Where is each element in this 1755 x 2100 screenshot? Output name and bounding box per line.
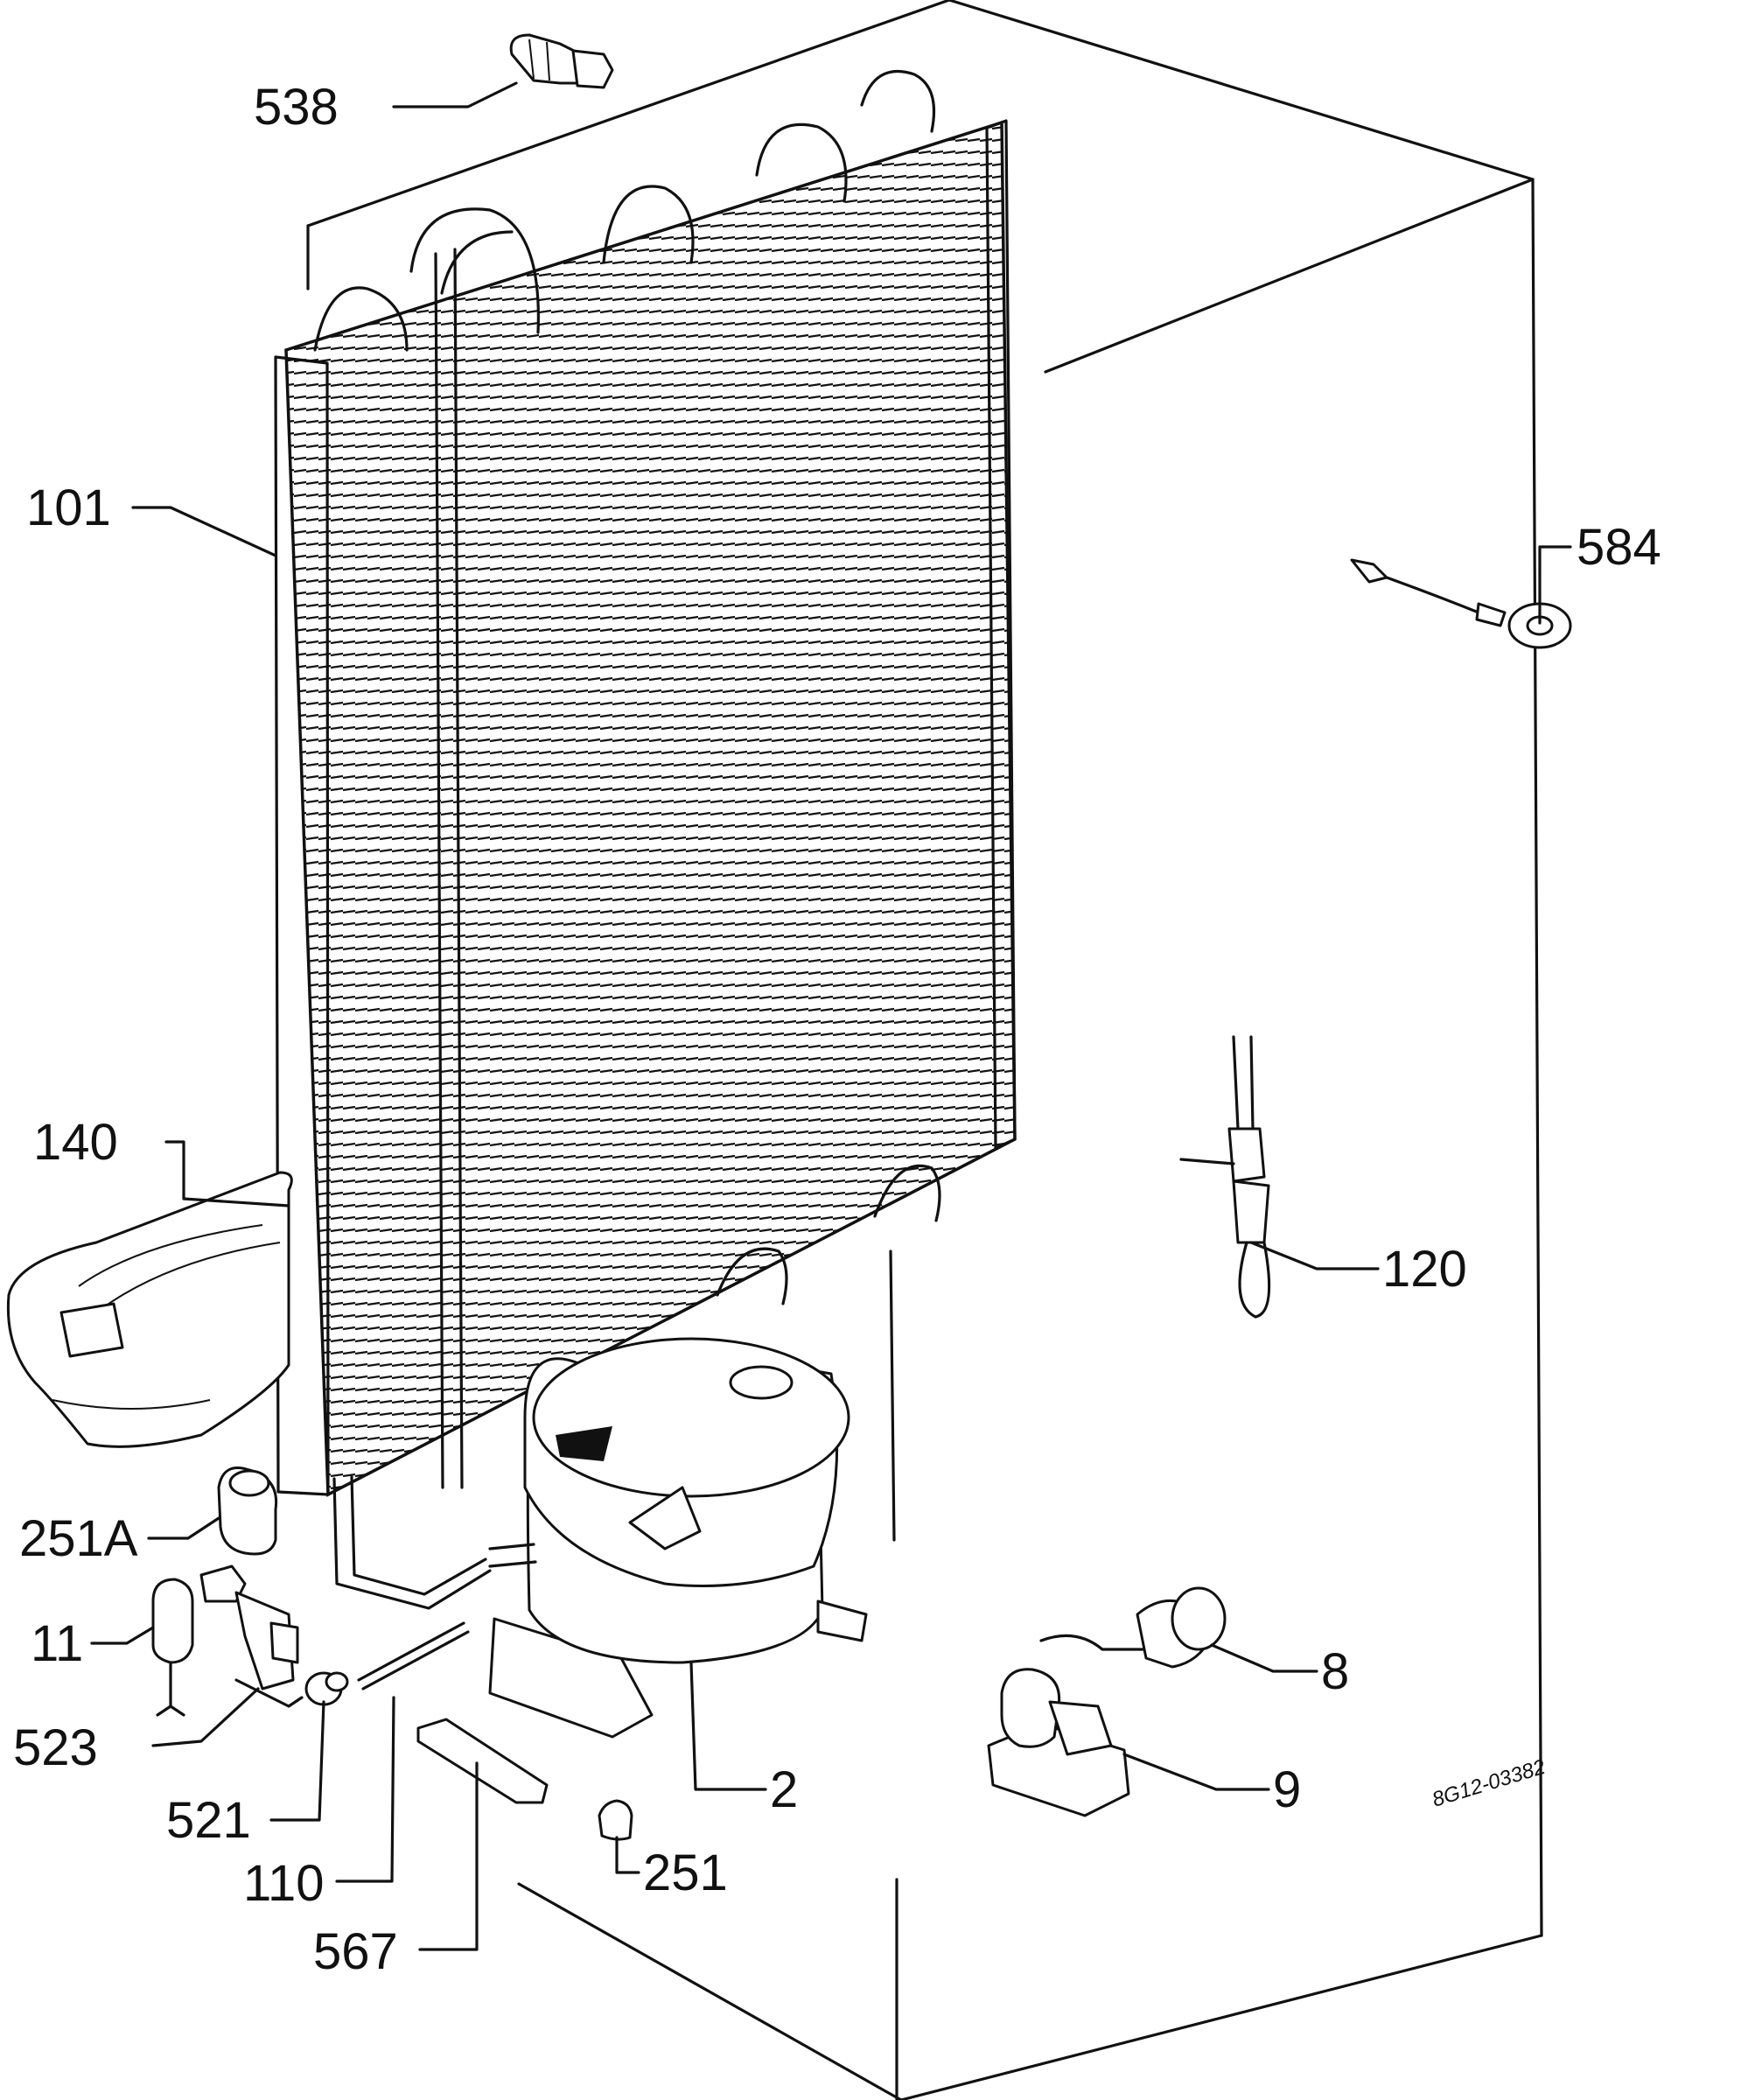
label-101: 101	[26, 480, 111, 536]
cabinet-outline	[306, 0, 1543, 2100]
drawing-code: 8G12-03382	[1430, 1755, 1549, 1812]
label-584: 584	[1577, 519, 1661, 576]
label-11: 11	[31, 1615, 83, 1672]
part-523-bracket	[199, 1564, 304, 1708]
part-251a-grommet	[217, 1466, 278, 1556]
label-523: 523	[13, 1719, 98, 1776]
label-140: 140	[33, 1114, 118, 1171]
label-251a: 251A	[19, 1510, 138, 1567]
part-521-plug	[304, 1671, 349, 1706]
label-567: 567	[313, 1923, 398, 1980]
leader-lines	[90, 81, 1572, 1951]
part-labels: 538 101 584 140 120 251A 11 8 523 9 2 52…	[13, 79, 1661, 1980]
label-8: 8	[1321, 1643, 1349, 1700]
part-120-thermostat	[1179, 1035, 1271, 1319]
part-567-bar	[416, 1718, 549, 1804]
part-538-clip	[509, 33, 614, 89]
part-8-protector	[1039, 1586, 1227, 1669]
part-9-relay-housing	[987, 1668, 1130, 1817]
part-110-tube	[357, 1621, 470, 1690]
part-2-compressor	[488, 1337, 868, 1739]
condenser-101	[274, 70, 1017, 1610]
label-538: 538	[254, 79, 339, 136]
part-11-relay	[151, 1578, 194, 1717]
label-521: 521	[166, 1792, 251, 1849]
label-110: 110	[243, 1855, 324, 1912]
part-584-cable	[1350, 558, 1572, 649]
part-140-tray	[6, 1171, 293, 1448]
label-251: 251	[643, 1844, 728, 1901]
label-2: 2	[770, 1761, 798, 1818]
part-251-grommet	[598, 1799, 633, 1841]
label-120: 120	[1382, 1241, 1467, 1298]
label-9: 9	[1273, 1761, 1301, 1818]
